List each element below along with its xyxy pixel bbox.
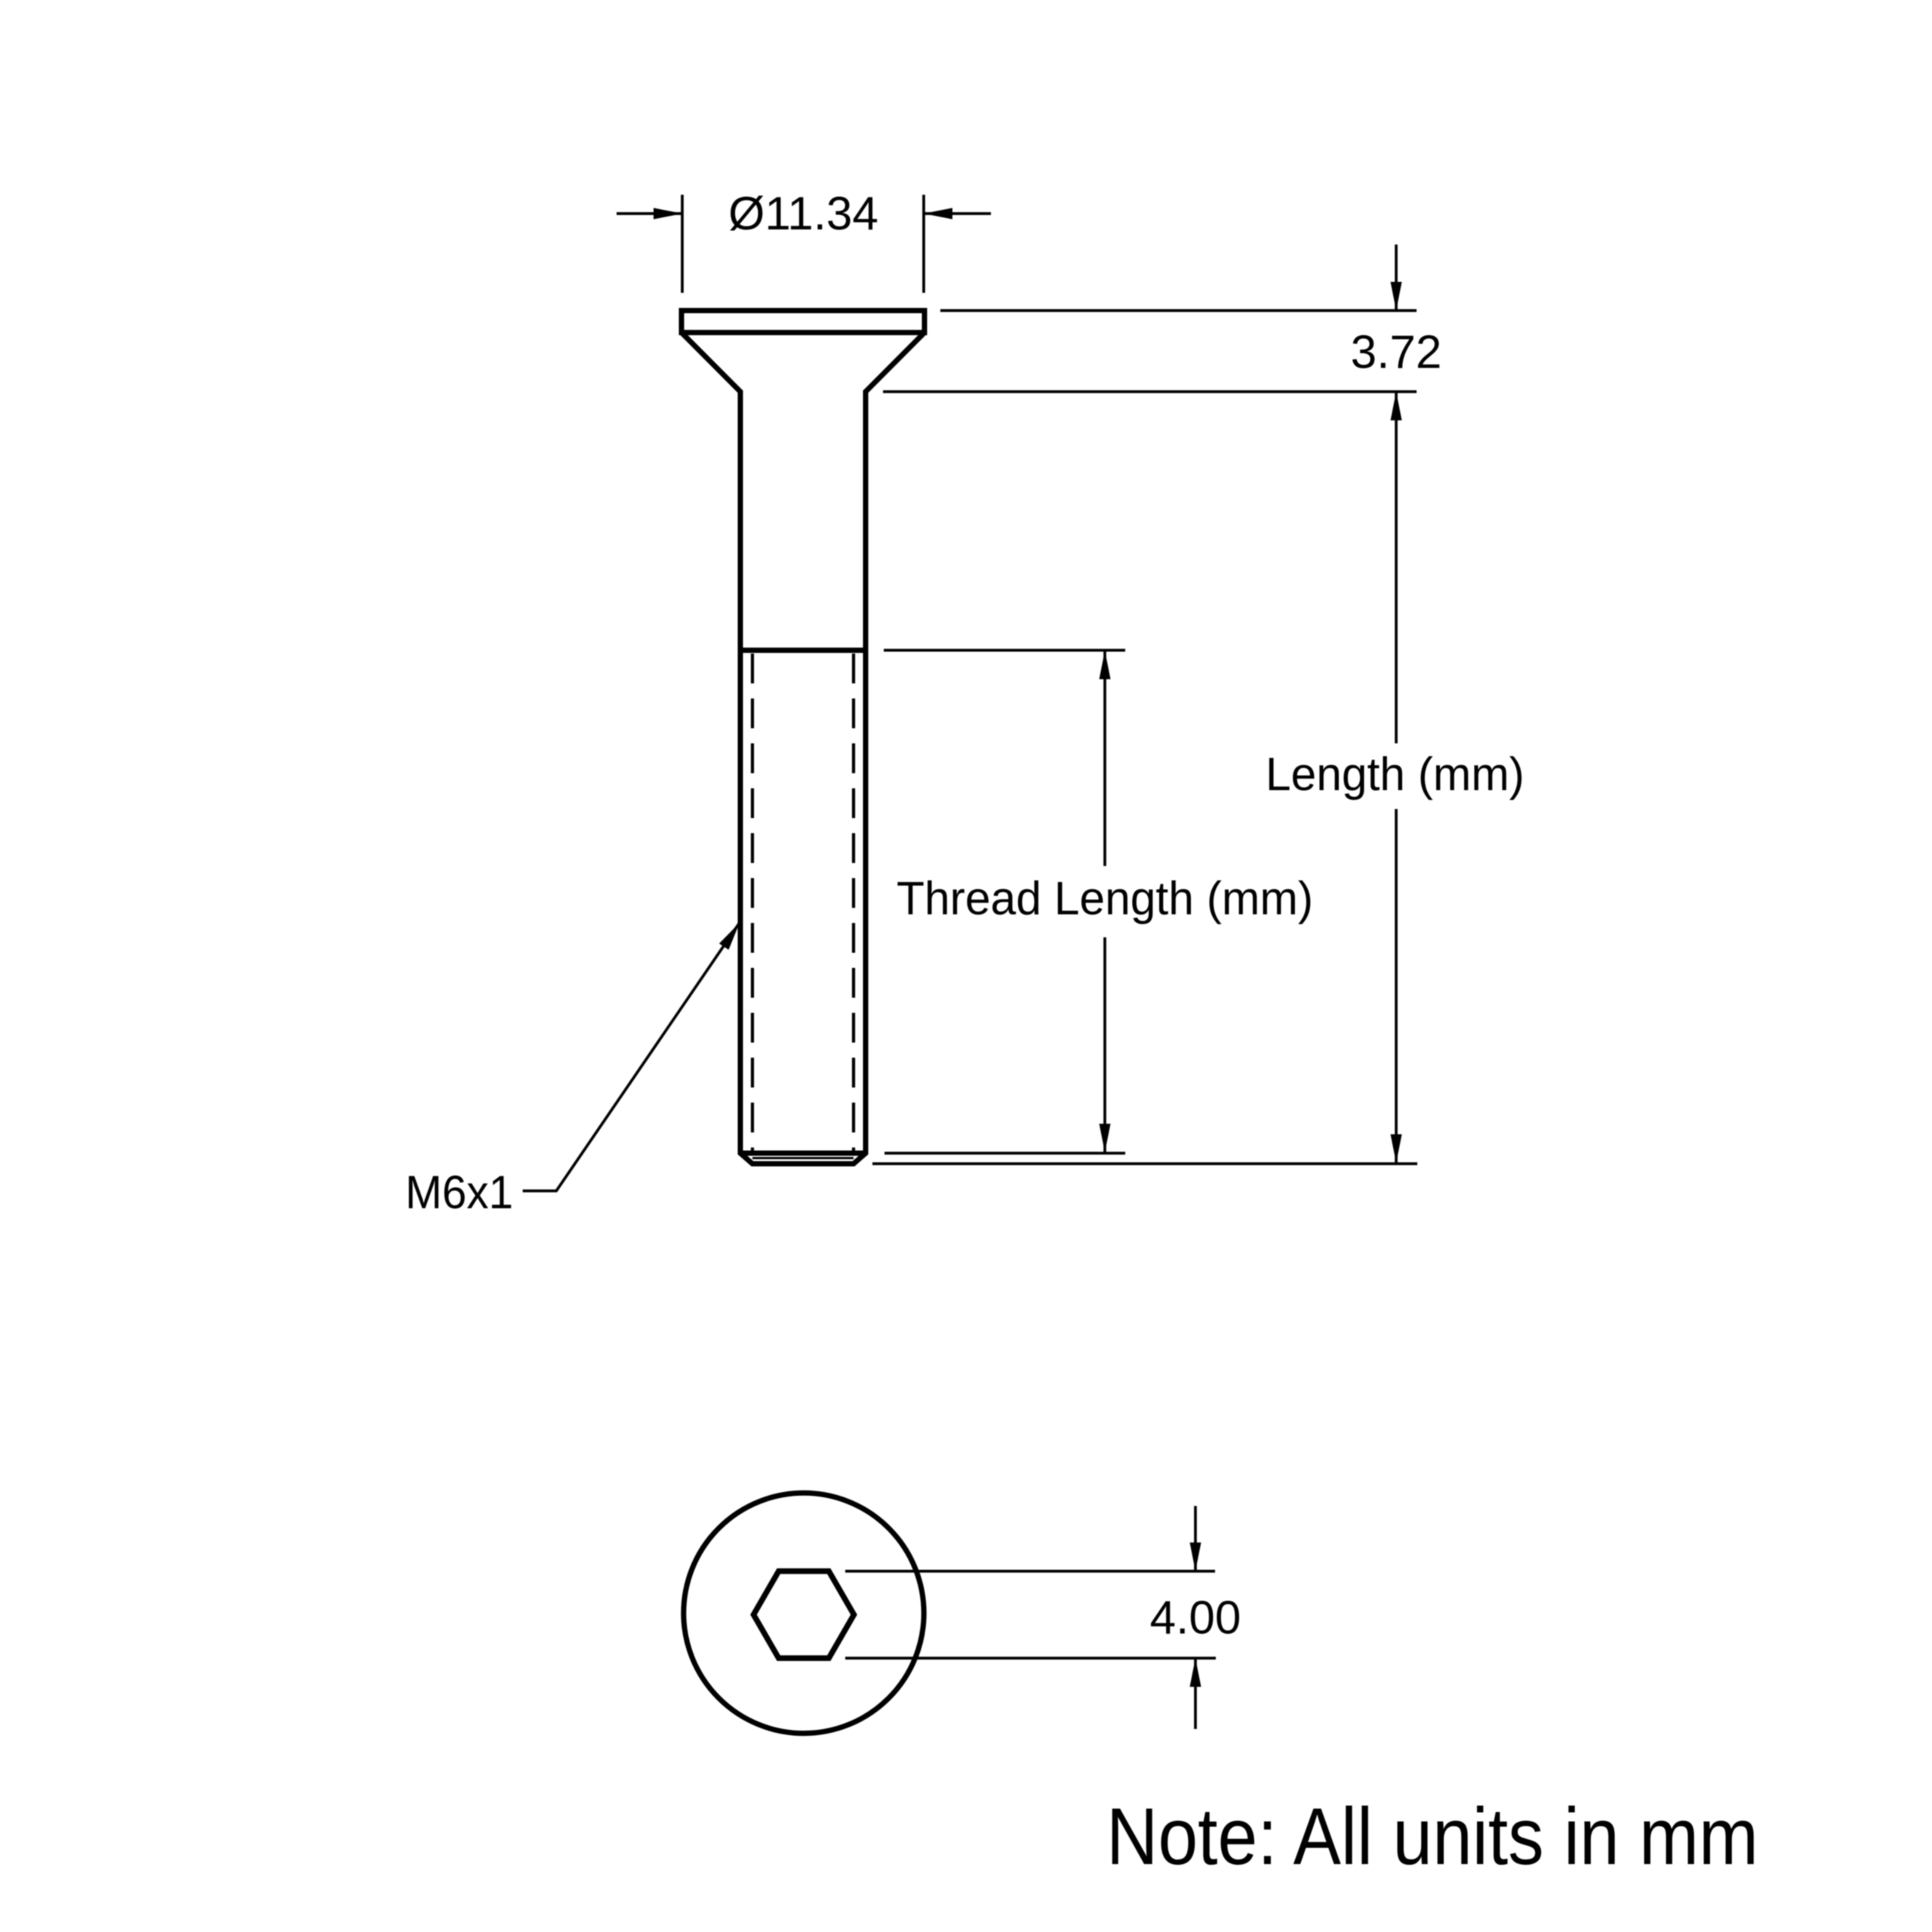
svg-text:Length (mm): Length (mm) [1266,749,1524,801]
svg-text:Note: All units in mm: Note: All units in mm [1106,1791,1758,1881]
svg-text:Thread Length (mm): Thread Length (mm) [897,872,1313,924]
svg-text:Ø11.34: Ø11.34 [728,188,878,240]
svg-text:M6x1: M6x1 [405,1167,513,1219]
svg-text:3.72: 3.72 [1351,327,1442,379]
svg-text:4.00: 4.00 [1150,1592,1241,1644]
